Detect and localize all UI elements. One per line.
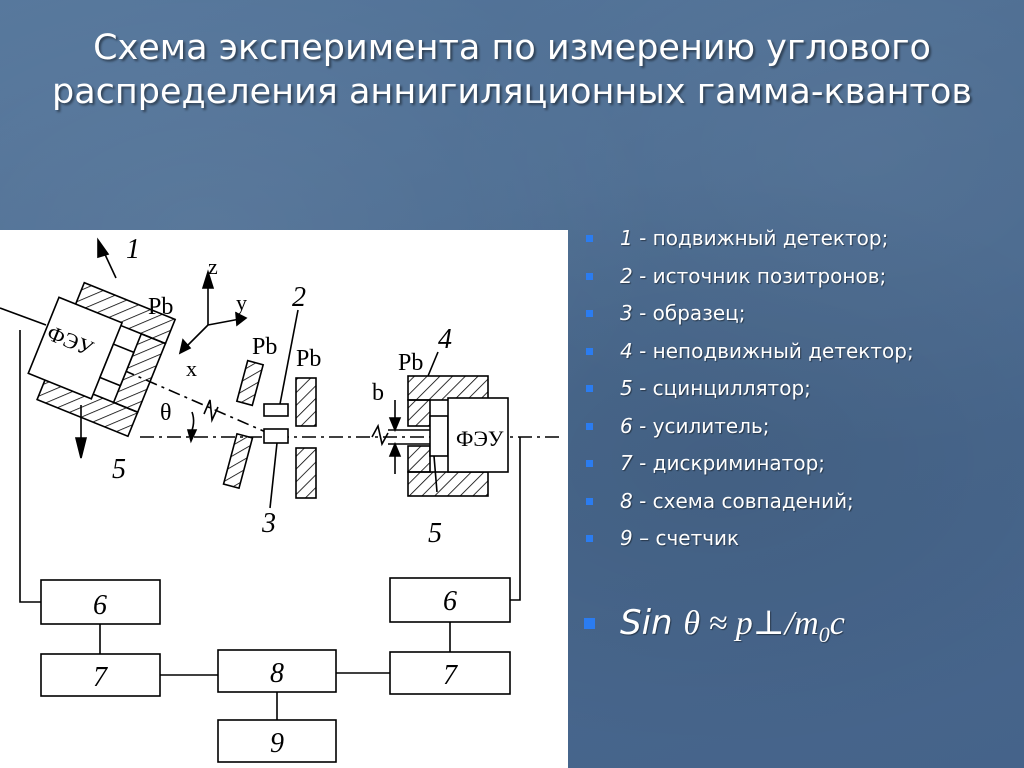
legend-item: 5 - сцинциллятор; bbox=[578, 374, 1018, 412]
bullet-icon bbox=[586, 347, 593, 355]
label-pb-right: Pb bbox=[398, 350, 423, 376]
fixed-detector bbox=[407, 375, 509, 497]
label-pb-mid2: Pb bbox=[296, 346, 321, 372]
legend-item: 8 - схема совпадений; bbox=[578, 487, 1018, 525]
title-line-1: Схема эксперимента по измерению углового bbox=[93, 28, 931, 68]
moving-detector-cable bbox=[0, 307, 47, 326]
label-axis-y: y bbox=[236, 290, 247, 315]
label-5-left: 5 bbox=[112, 454, 126, 485]
block-9-label: 9 bbox=[270, 728, 284, 759]
label-5-right: 5 bbox=[428, 518, 442, 549]
bullet-icon bbox=[586, 272, 593, 280]
label-pb-left: Pb bbox=[148, 294, 173, 320]
formula: Sin θ ≈ p⊥/m0c bbox=[578, 600, 1018, 650]
block-7-right-label: 7 bbox=[443, 660, 458, 691]
label-3: 3 bbox=[261, 508, 276, 539]
legend-item: 4 - неподвижный детектор; bbox=[578, 337, 1018, 375]
bullet-icon bbox=[586, 235, 593, 242]
formula-sub: 0 bbox=[818, 621, 830, 647]
bullet-icon bbox=[586, 310, 593, 317]
slide-title: Схема эксперимента по измерению углового… bbox=[40, 26, 984, 114]
legend-item: 2 - источник позитронов; bbox=[578, 262, 1018, 300]
label-axis-x: x bbox=[186, 356, 197, 381]
block-6-right-label: 6 bbox=[443, 586, 457, 617]
label-pb-mid1: Pb bbox=[252, 334, 277, 360]
legend-item: 9 – счетчик bbox=[578, 524, 1018, 562]
formula-expr: θ ≈ p⊥/m bbox=[683, 605, 819, 642]
label-1: 1 bbox=[126, 234, 140, 265]
legend-item: 7 - дискриминатор; bbox=[578, 449, 1018, 487]
bullet-icon bbox=[586, 460, 593, 467]
label-b: b bbox=[372, 380, 384, 406]
bullet-icon bbox=[584, 618, 595, 629]
legend-item: 3 - образец; bbox=[578, 299, 1018, 337]
bullet-icon bbox=[586, 535, 593, 542]
legend-item: 6 - усилитель; bbox=[578, 412, 1018, 450]
diagram-svg: 1 Pb ФЭУ 5 z y x θ Pb Pb 2 3 Pb 4 b ФЭУ … bbox=[0, 234, 560, 763]
label-2: 2 bbox=[292, 282, 306, 313]
label-feu-right: ФЭУ bbox=[456, 426, 504, 451]
moving-detector bbox=[27, 281, 177, 438]
formula-text: Sin θ ≈ p⊥/m0c bbox=[620, 600, 845, 658]
block-8-label: 8 bbox=[270, 658, 284, 689]
label-axis-z: z bbox=[208, 254, 218, 279]
bullet-icon bbox=[586, 385, 593, 392]
experiment-diagram: 1 Pb ФЭУ 5 z y x θ Pb Pb 2 3 Pb 4 b ФЭУ … bbox=[0, 230, 568, 768]
formula-tail: c bbox=[829, 605, 845, 642]
bullet-icon bbox=[586, 497, 593, 505]
legend-item: 1 - подвижный детектор; bbox=[578, 224, 1018, 262]
label-4: 4 bbox=[438, 324, 452, 355]
bullet-icon bbox=[586, 422, 593, 430]
block-7-left-label: 7 bbox=[93, 662, 108, 693]
formula-sin: Sin bbox=[620, 603, 684, 643]
block-6-left-label: 6 bbox=[93, 590, 107, 621]
title-line-2: распределения аннигиляционных гамма-кван… bbox=[52, 72, 972, 112]
label-theta: θ bbox=[160, 400, 172, 426]
legend-list: 1 - подвижный детектор; 2 - источник поз… bbox=[578, 224, 1018, 562]
